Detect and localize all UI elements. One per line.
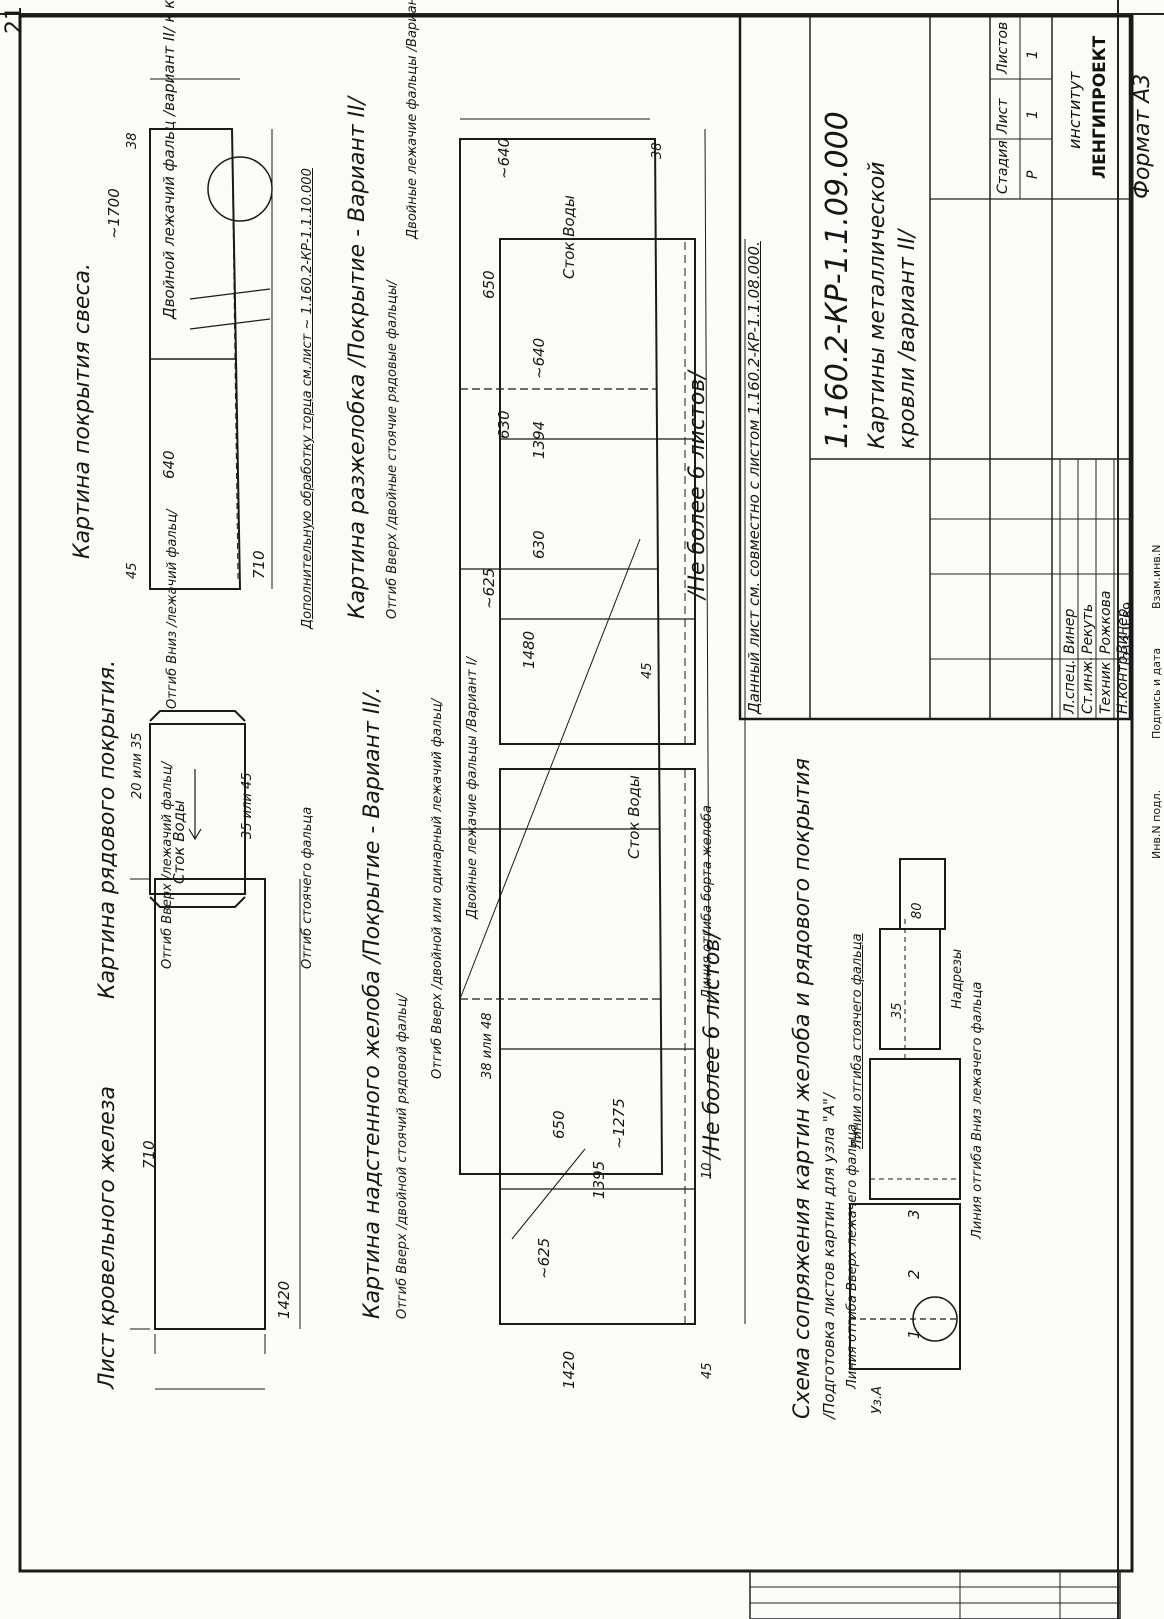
gutter-dim-650: 650 [550, 1110, 568, 1139]
valley-title: Картина разжелобка /Покрытие - Вариант I… [345, 97, 370, 619]
overhang-note: Дополнительную обработку торца см.лист ~… [300, 168, 315, 629]
side-stamp-label-3: Взам.инв.N [1150, 544, 1163, 609]
stamp-sheet-value: 1 [1025, 110, 1041, 119]
sheet-iron-title: Лист кровельного железа [95, 1086, 120, 1389]
gutter-pattern-drawing [500, 239, 745, 1324]
ordinary-title: Картина рядового покрытия. [95, 659, 120, 999]
valley-label-up: Отгиб Вверх /двойные стоячие рядовые фал… [385, 280, 400, 619]
overhang-dim-1700: ~1700 [105, 188, 123, 239]
combined-sheet-note: Данный лист см. совместно с листом 1.160… [745, 241, 763, 714]
gutter-dim-38-48: 38 или 48 [480, 1012, 495, 1079]
gutter-dim-630: 630 [530, 530, 548, 559]
gutter-sheet-limit: /Не более 6 листов/ [700, 931, 725, 1159]
gutter-water-flow: Сток Воды [625, 775, 643, 859]
scheme-line-standing: Линии отгиба стоячего фальца [850, 933, 865, 1149]
ordinary-label-down: Отгиб Вниз /лежачий фальц/ [165, 509, 180, 709]
overhang-dim-38: 38 [125, 132, 140, 149]
valley-dim-38: 38 [650, 142, 665, 159]
scheme-dim-35: 35 [890, 1002, 905, 1019]
overhang-dim-710: 710 [250, 550, 268, 579]
overhang-label-fold: Двойной лежачий фальц /вариант II/ к кон… [160, 0, 178, 319]
signature-name-3: Рожкова [1098, 590, 1114, 654]
signature-role-1: Л.спец. [1062, 659, 1078, 714]
ordinary-label-standing: Отгиб стоячего фальца [300, 806, 315, 969]
signature-name-1: Винер [1062, 608, 1078, 654]
sheet-iron-drawing [130, 879, 300, 1389]
valley-dim-625: ~625 [480, 567, 498, 609]
scheme-title: Схема сопряжения картин желоба и рядовог… [790, 758, 815, 1419]
scheme-num-3: 3 [905, 1209, 923, 1219]
ordinary-label-up: Отгиб Вверх /лежачий фальц/ [160, 761, 175, 969]
gutter-dim-1395: 1395 [590, 1160, 608, 1199]
sheet-frame [20, 16, 1132, 1571]
document-title-1: Картины металлической [865, 161, 890, 449]
gutter-label-double: Двойные лежачие фальцы /Вариант I/ [465, 656, 480, 919]
stamp-sheets-value: 1 [1025, 50, 1041, 59]
ordinary-dim-20-35: 20 или 35 [130, 732, 145, 799]
valley-dim-45: 45 [640, 662, 655, 679]
document-code: 1.160.2-КР-1.1.09.000 [820, 111, 855, 449]
scheme-line-down: Линия отгиба Вниз лежачего фальца [970, 981, 985, 1239]
gutter-dim-640: ~640 [530, 337, 548, 379]
overhang-dim-45: 45 [125, 562, 140, 579]
stamp-sheets-header: Листов [995, 21, 1011, 74]
overhang-pattern-drawing [150, 79, 272, 589]
gutter-dim-1275: ~1275 [610, 1098, 628, 1149]
gutter-dim-45: 45 [700, 1362, 715, 1379]
valley-dim-1394: 1394 [530, 420, 548, 459]
scheme-cuts: Надрезы [950, 948, 965, 1009]
side-stamp-value: 213 II 89 [1122, 601, 1137, 659]
sheet-iron-dim-width: 710 [140, 1140, 158, 1169]
overhang-title: Картина покрытия свеса. [70, 262, 95, 559]
gutter-dim-1420: 1420 [560, 1350, 578, 1389]
side-stamp-label-2: Подпись и дата [1150, 647, 1163, 739]
scheme-dim-80: 80 [910, 902, 925, 919]
signature-name-2: Рекуть [1080, 603, 1096, 654]
side-stamp [750, 1571, 1120, 1619]
gutter-label-up-standing: Отгиб Вверх /двойной стоячий рядовой фал… [395, 993, 410, 1319]
signature-role-4: Н.контр. [1115, 651, 1131, 714]
valley-label-double: Двойные лежачие фальцы /Вариант I/ [405, 0, 420, 239]
title-block [740, 16, 1130, 719]
gutter-label-up-lying: Отгиб Вверх /двойной или одинарный лежач… [430, 698, 445, 1079]
signature-role-3: Техник [1098, 661, 1114, 714]
valley-sheet-limit: /Не более 6 листов/ [685, 371, 710, 599]
organization-line-1: институт [1065, 71, 1084, 149]
stamp-stage-value: Р [1025, 170, 1041, 179]
valley-water-flow: Сток Воды [560, 195, 578, 279]
format-label: Формат А3 [1130, 73, 1155, 199]
stamp-sheet-header: Лист [995, 98, 1011, 134]
document-title-2: кровли /вариант II/ [895, 229, 920, 449]
valley-dim-650: 650 [480, 270, 498, 299]
scheme-subtitle: /Подготовка листов картин для узла "А"/ [820, 1093, 838, 1419]
scheme-drawing [850, 859, 960, 1369]
signature-role-2: Ст.инж. [1080, 656, 1096, 714]
gutter-dim-10: 10 [700, 1162, 715, 1179]
gutter-title: Картина надстенного желоба /Покрытие - В… [360, 686, 385, 1319]
valley-dim-640: ~640 [495, 137, 513, 179]
gutter-dim-625: ~625 [535, 1237, 553, 1279]
valley-dim-630: 630 [495, 410, 513, 439]
valley-dim-1480: 1480 [520, 630, 538, 669]
scheme-num-2: 2 [905, 1269, 923, 1279]
ordinary-dim-35-45: 35 или 45 [240, 772, 255, 839]
ordinary-pattern-drawing [150, 711, 245, 907]
page-number: 21 [2, 6, 27, 34]
stamp-stage-header: Стадия [995, 140, 1011, 194]
scheme-num-1: 1 [905, 1329, 923, 1339]
scheme-node-a: Уз.А [870, 1386, 885, 1414]
side-stamp-label-1: Инв.N подл. [1150, 789, 1163, 859]
overhang-dim-640: 640 [160, 450, 178, 479]
scheme-line-up: Линия отгиба Вверх лежачего фальца [845, 1123, 860, 1389]
sheet-iron-dim-length: 1420 [275, 1280, 293, 1319]
organization-line-2: ЛЕНГИПРОЕКТ [1090, 35, 1110, 179]
